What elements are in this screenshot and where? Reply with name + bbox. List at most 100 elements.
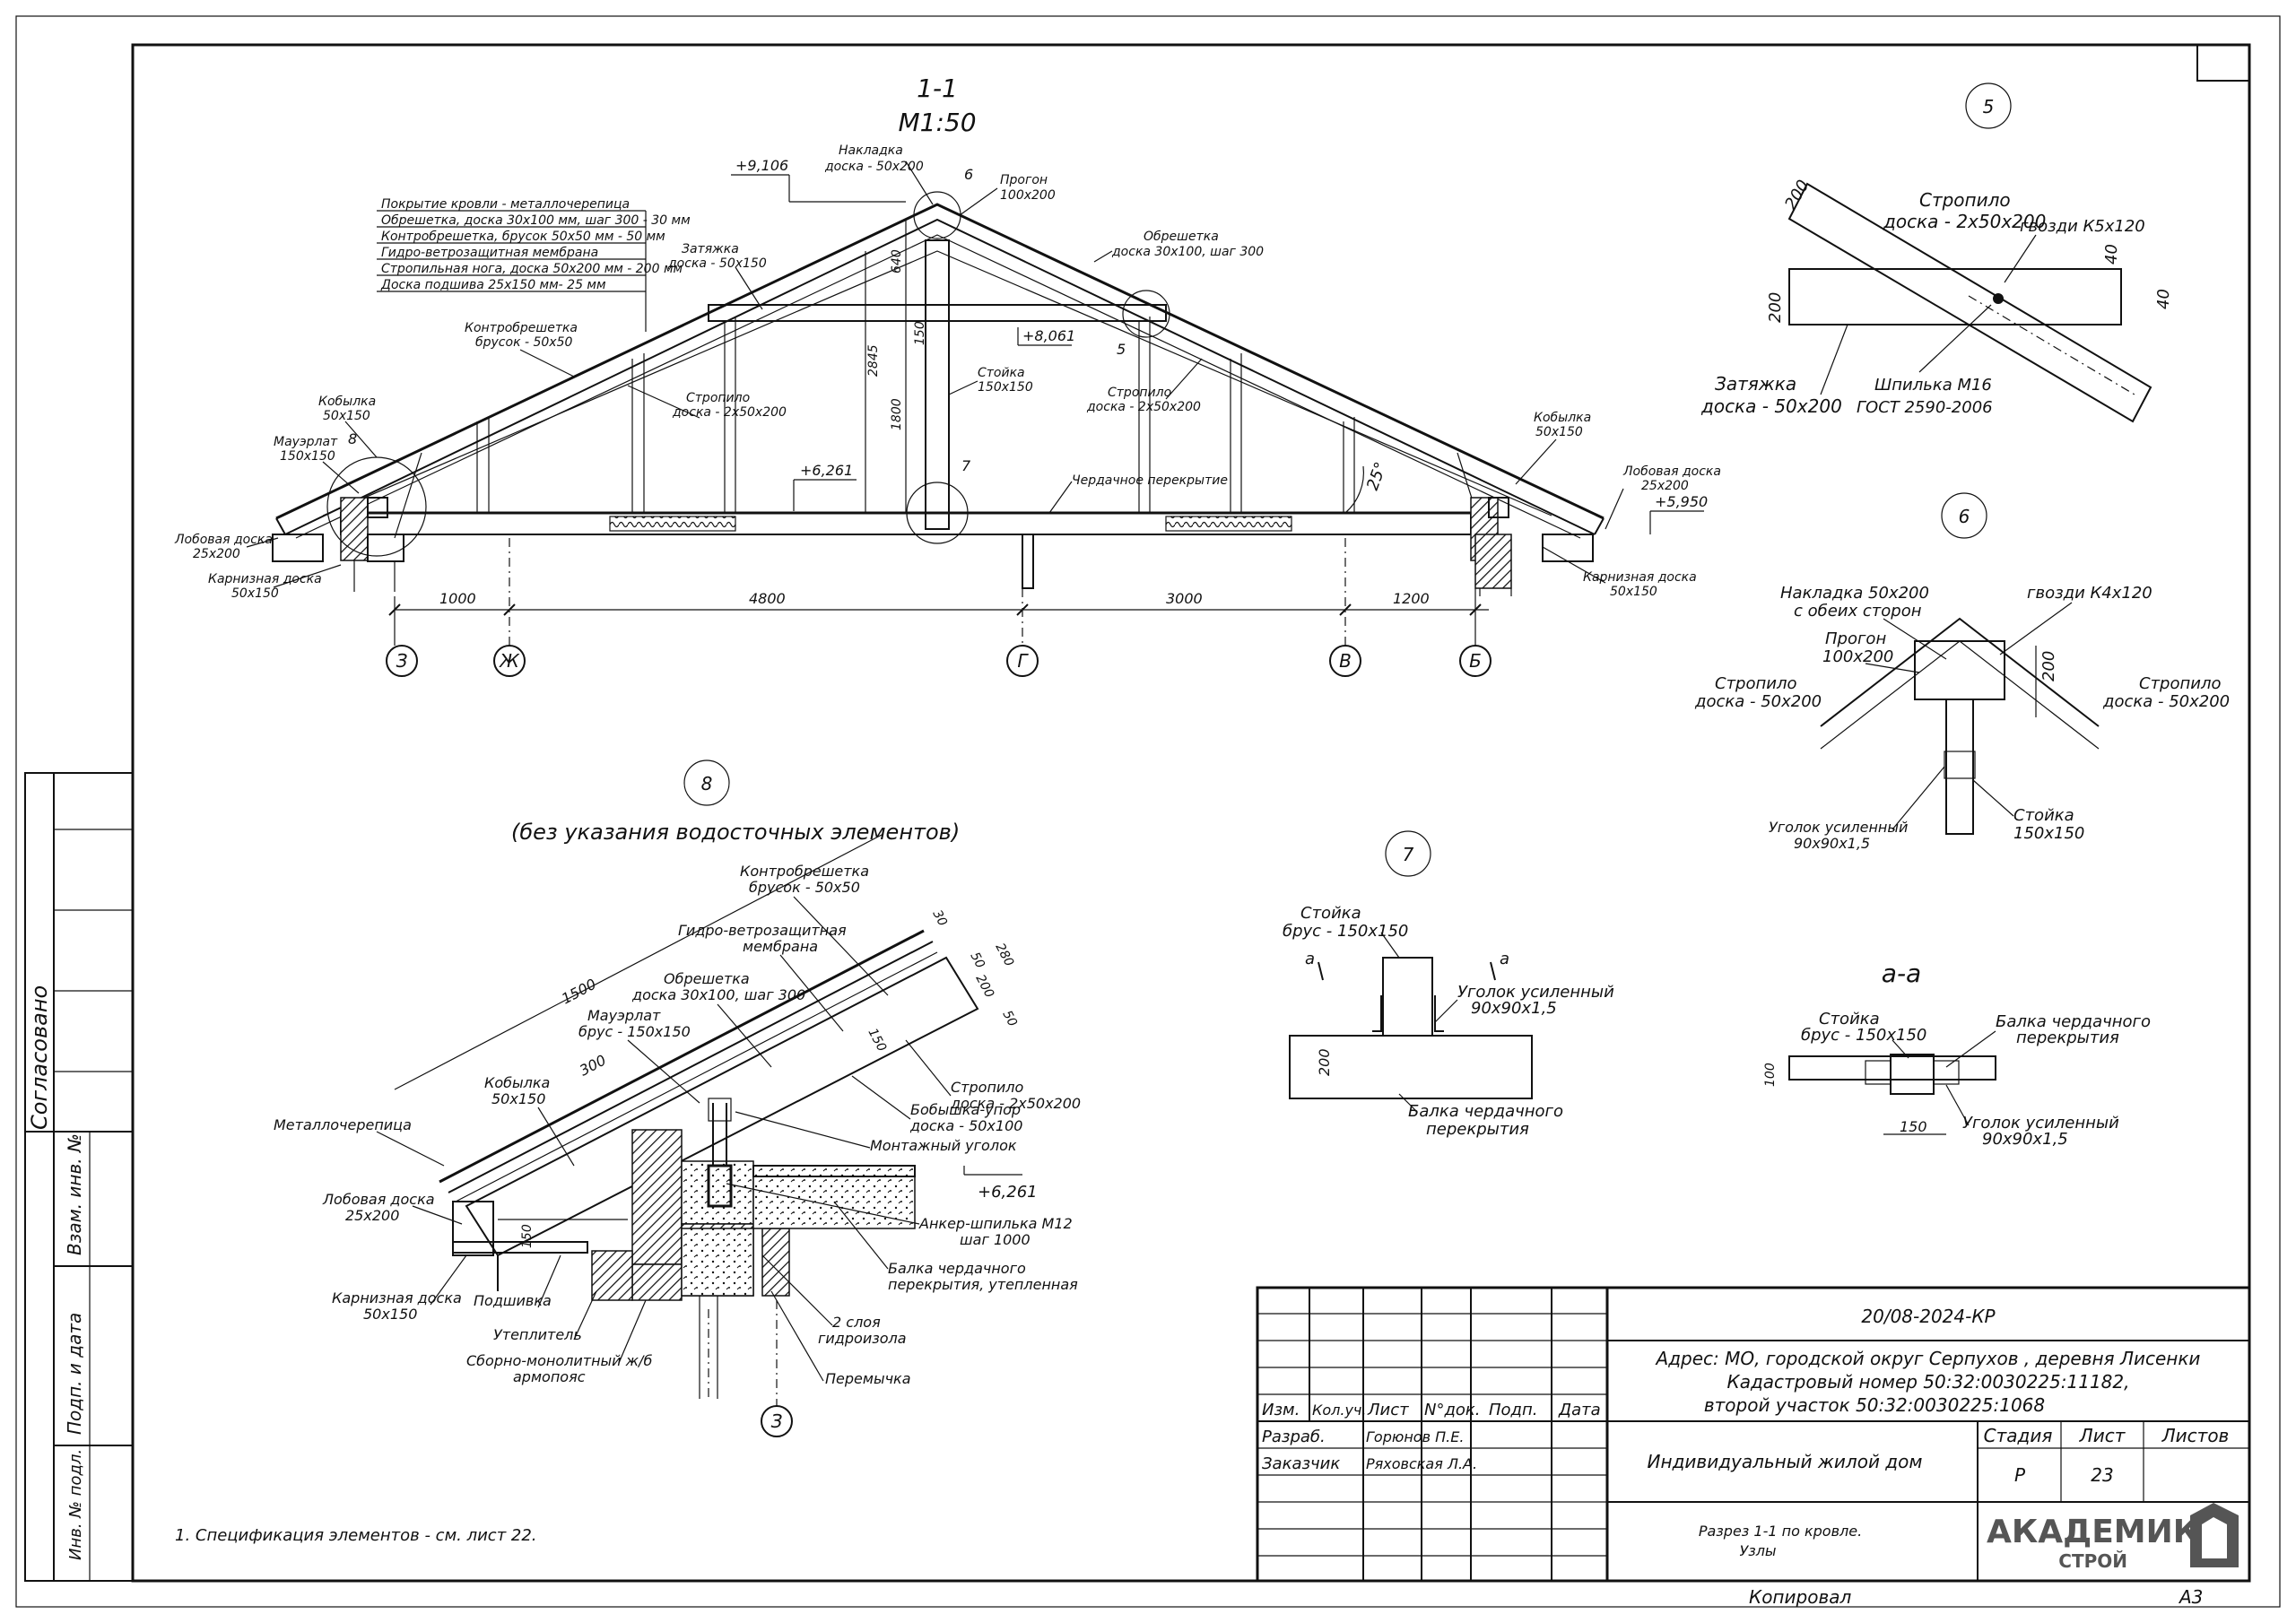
layer-4: Стропильная нога, доска 50х200 мм - 200 … <box>381 262 683 276</box>
node-aa-ugolok-2: 90х90х1,5 <box>1982 1130 2068 1149</box>
lbl-nakladka-2: доска - 50х200 <box>824 160 924 174</box>
lbl-kobylka-r-1: Кобылка <box>1534 411 1591 425</box>
tb-h-kol: Кол.уч. <box>1312 1402 1366 1419</box>
tb-addr-2: второй участок 50:32:0030225:1068 <box>1704 1394 2045 1416</box>
vertical-dims: 640 150 2845 1800 <box>865 220 927 513</box>
node5-dim-200b: 200 <box>1766 292 1785 323</box>
n8-bobyshka-2: доска - 50х100 <box>909 1117 1022 1134</box>
node6-stropilo-r-1: Стропило <box>2139 674 2221 693</box>
dim-3000: 3000 <box>1166 590 1203 607</box>
lbl-karniz-r-2: 50х150 <box>1610 585 1657 599</box>
node5-gvozdi: гвозди К5х120 <box>2020 217 2145 236</box>
n8-mauerlat-1: Мауэрлат <box>587 1007 661 1024</box>
n8-bobyshka-1: Бобышка-упор <box>910 1101 1021 1118</box>
lbl-obresh-1: Обрешетка <box>1144 230 1219 244</box>
node6-dim-200: 200 <box>2039 651 2058 681</box>
n8-mauerlat-2: брус - 150х150 <box>578 1023 691 1040</box>
n8-kontr-1: Контробрешетка <box>740 863 869 880</box>
layer-5: Доска подшива 25х150 мм- 25 мм <box>380 278 606 292</box>
n8-membr-1: Гидро-ветрозащитная <box>678 922 847 939</box>
node6-progon-2: 100х200 <box>1822 647 1893 666</box>
n8-dim-150b: 150 <box>520 1224 535 1248</box>
lbl-karniz-l-2: 50х150 <box>231 586 279 601</box>
node6-ugolok-2: 90х90х1,5 <box>1794 835 1870 852</box>
level-tie: +8,061 <box>1022 327 1075 344</box>
dim-1800: 1800 <box>890 398 904 430</box>
axis-g: Г <box>1017 650 1029 672</box>
tb-h-list: Лист <box>1367 1401 1409 1419</box>
n8-podshivka: Подшивка <box>474 1292 552 1309</box>
lbl-stropilo-l-1: Стропило <box>686 391 750 405</box>
layer-2: Контробрешетка, брусок 50х50 мм - 50 мм <box>381 230 665 244</box>
lbl-stropilo-r-2: доска - 2х50х200 <box>1086 400 1201 414</box>
n8-balka-1: Балка чердачного <box>888 1260 1026 1277</box>
node5-num: 5 <box>1983 96 1995 117</box>
n8-gidro-2: гидроизола <box>818 1330 907 1347</box>
section-1-1: 1-1 М1:50 <box>174 74 1721 677</box>
n8-balka-2: перекрытия, утепленная <box>888 1276 1078 1293</box>
axis-b: Б <box>1469 650 1482 672</box>
node-aa-balka-2: перекрытия <box>2016 1028 2119 1047</box>
section-title: 1-1 <box>917 74 958 103</box>
stamp-vzam: Взам. инв. № <box>64 1133 85 1255</box>
lbl-zatyazhka-1: Затяжка <box>682 242 739 256</box>
n8-stropilo-2: доска - 2х50х200 <box>950 1095 1081 1112</box>
lbl-lobovaya-l-1: Лобовая доска <box>174 533 273 547</box>
side-stamp: Согласовано Взам. инв. № Подп. и дата Ин… <box>24 772 134 1582</box>
n8-armo-2: армопояс <box>513 1368 586 1385</box>
n8-obresh-2: доска 30х100, шаг 300 <box>631 986 805 1003</box>
n8-kontr-2: брусок - 50х50 <box>749 879 860 896</box>
dim-640: 640 <box>890 249 904 273</box>
node6-stoyka-1: Стойка <box>2013 806 2074 825</box>
lbl-angle: 25° <box>1363 460 1391 493</box>
lbl-kobylka-l-2: 50х150 <box>323 409 370 423</box>
n8-dim-150a: 150 <box>865 1026 889 1054</box>
callout-8: 8 <box>348 430 357 447</box>
tb-sheet: 23 <box>2091 1464 2113 1486</box>
n8-dim-300: 300 <box>577 1051 609 1079</box>
rafter-lines <box>322 250 1552 539</box>
n8-dim-50b: 50 <box>999 1008 1020 1028</box>
node-aa: а-а Стойка брус - 150х150 Балка чердачно… <box>1763 959 2151 1149</box>
lbl-nakladka-1: Накладка <box>839 143 903 158</box>
node-6: 6 Накладка 50х200 с обеих сторон гвозди … <box>1694 492 2230 852</box>
node6-stropilo-l-1: Стропило <box>1715 674 1796 693</box>
node8-wall <box>591 1098 916 1399</box>
node7-dim-200: 200 <box>1316 1048 1333 1076</box>
tb-role-1: Заказчик <box>1262 1454 1340 1473</box>
tb-code: 20/08-2024-КР <box>1861 1306 1996 1327</box>
n8-uteplitel: Утеплитель <box>493 1326 582 1343</box>
tb-h-list2: Лист <box>2079 1425 2126 1446</box>
node7-ugolok-2: 90х90х1,5 <box>1471 999 1557 1018</box>
n8-armo-1: Сборно-монолитный ж/б <box>466 1352 652 1369</box>
n8-dim-200: 200 <box>972 972 996 1000</box>
dim-1200: 1200 <box>1393 590 1430 607</box>
node-8: 8 (без указания водосточных элементов) <box>274 759 1081 1437</box>
level-marks: +9,106 +8,061 +6,261 +5,950 <box>731 157 1708 534</box>
node6-num: 6 <box>1959 506 1970 527</box>
tb-drawing-1: Узлы <box>1739 1542 1776 1559</box>
n8-dim-30: 30 <box>929 907 950 928</box>
node7-stoyka-2: брус - 150х150 <box>1283 922 1408 941</box>
lbl-karniz-r-1: Карнизная доска <box>1583 570 1697 585</box>
node8-num: 8 <box>701 773 713 794</box>
n8-dim-1500: 1500 <box>559 976 599 1008</box>
lbl-mauerlat-2: 150х150 <box>280 449 335 464</box>
section-dimension-line: 1000 4800 3000 1200 <box>388 538 1489 646</box>
node8-roof <box>439 929 979 1291</box>
logo-main: АКАДЕМИК <box>1987 1514 2199 1550</box>
tb-stage: Р <box>2014 1464 2026 1486</box>
n8-lobovaya-2: 25х200 <box>345 1207 399 1224</box>
n8-kobylka-2: 50х150 <box>491 1090 545 1107</box>
layer-0: Покрытие кровли - металлочерепица <box>381 197 630 212</box>
node-7: 7 а а Стойка брус - 150х150 Уголок усиле… <box>1283 830 1614 1139</box>
node-aa-stoyka-2: брус - 150х150 <box>1801 1026 1926 1045</box>
lbl-cherdachnoe: Чердачное перекрытие <box>1072 473 1228 488</box>
node8-level: +6,261 <box>978 1183 1038 1202</box>
callout-5: 5 <box>1117 341 1126 358</box>
stamp-soglasovano: Согласовано <box>27 985 52 1130</box>
tb-object: Индивидуальный жилой дом <box>1648 1451 1923 1472</box>
n8-karniz-2: 50х150 <box>363 1306 417 1323</box>
stamp-inv: Инв. № подл. <box>66 1449 85 1560</box>
